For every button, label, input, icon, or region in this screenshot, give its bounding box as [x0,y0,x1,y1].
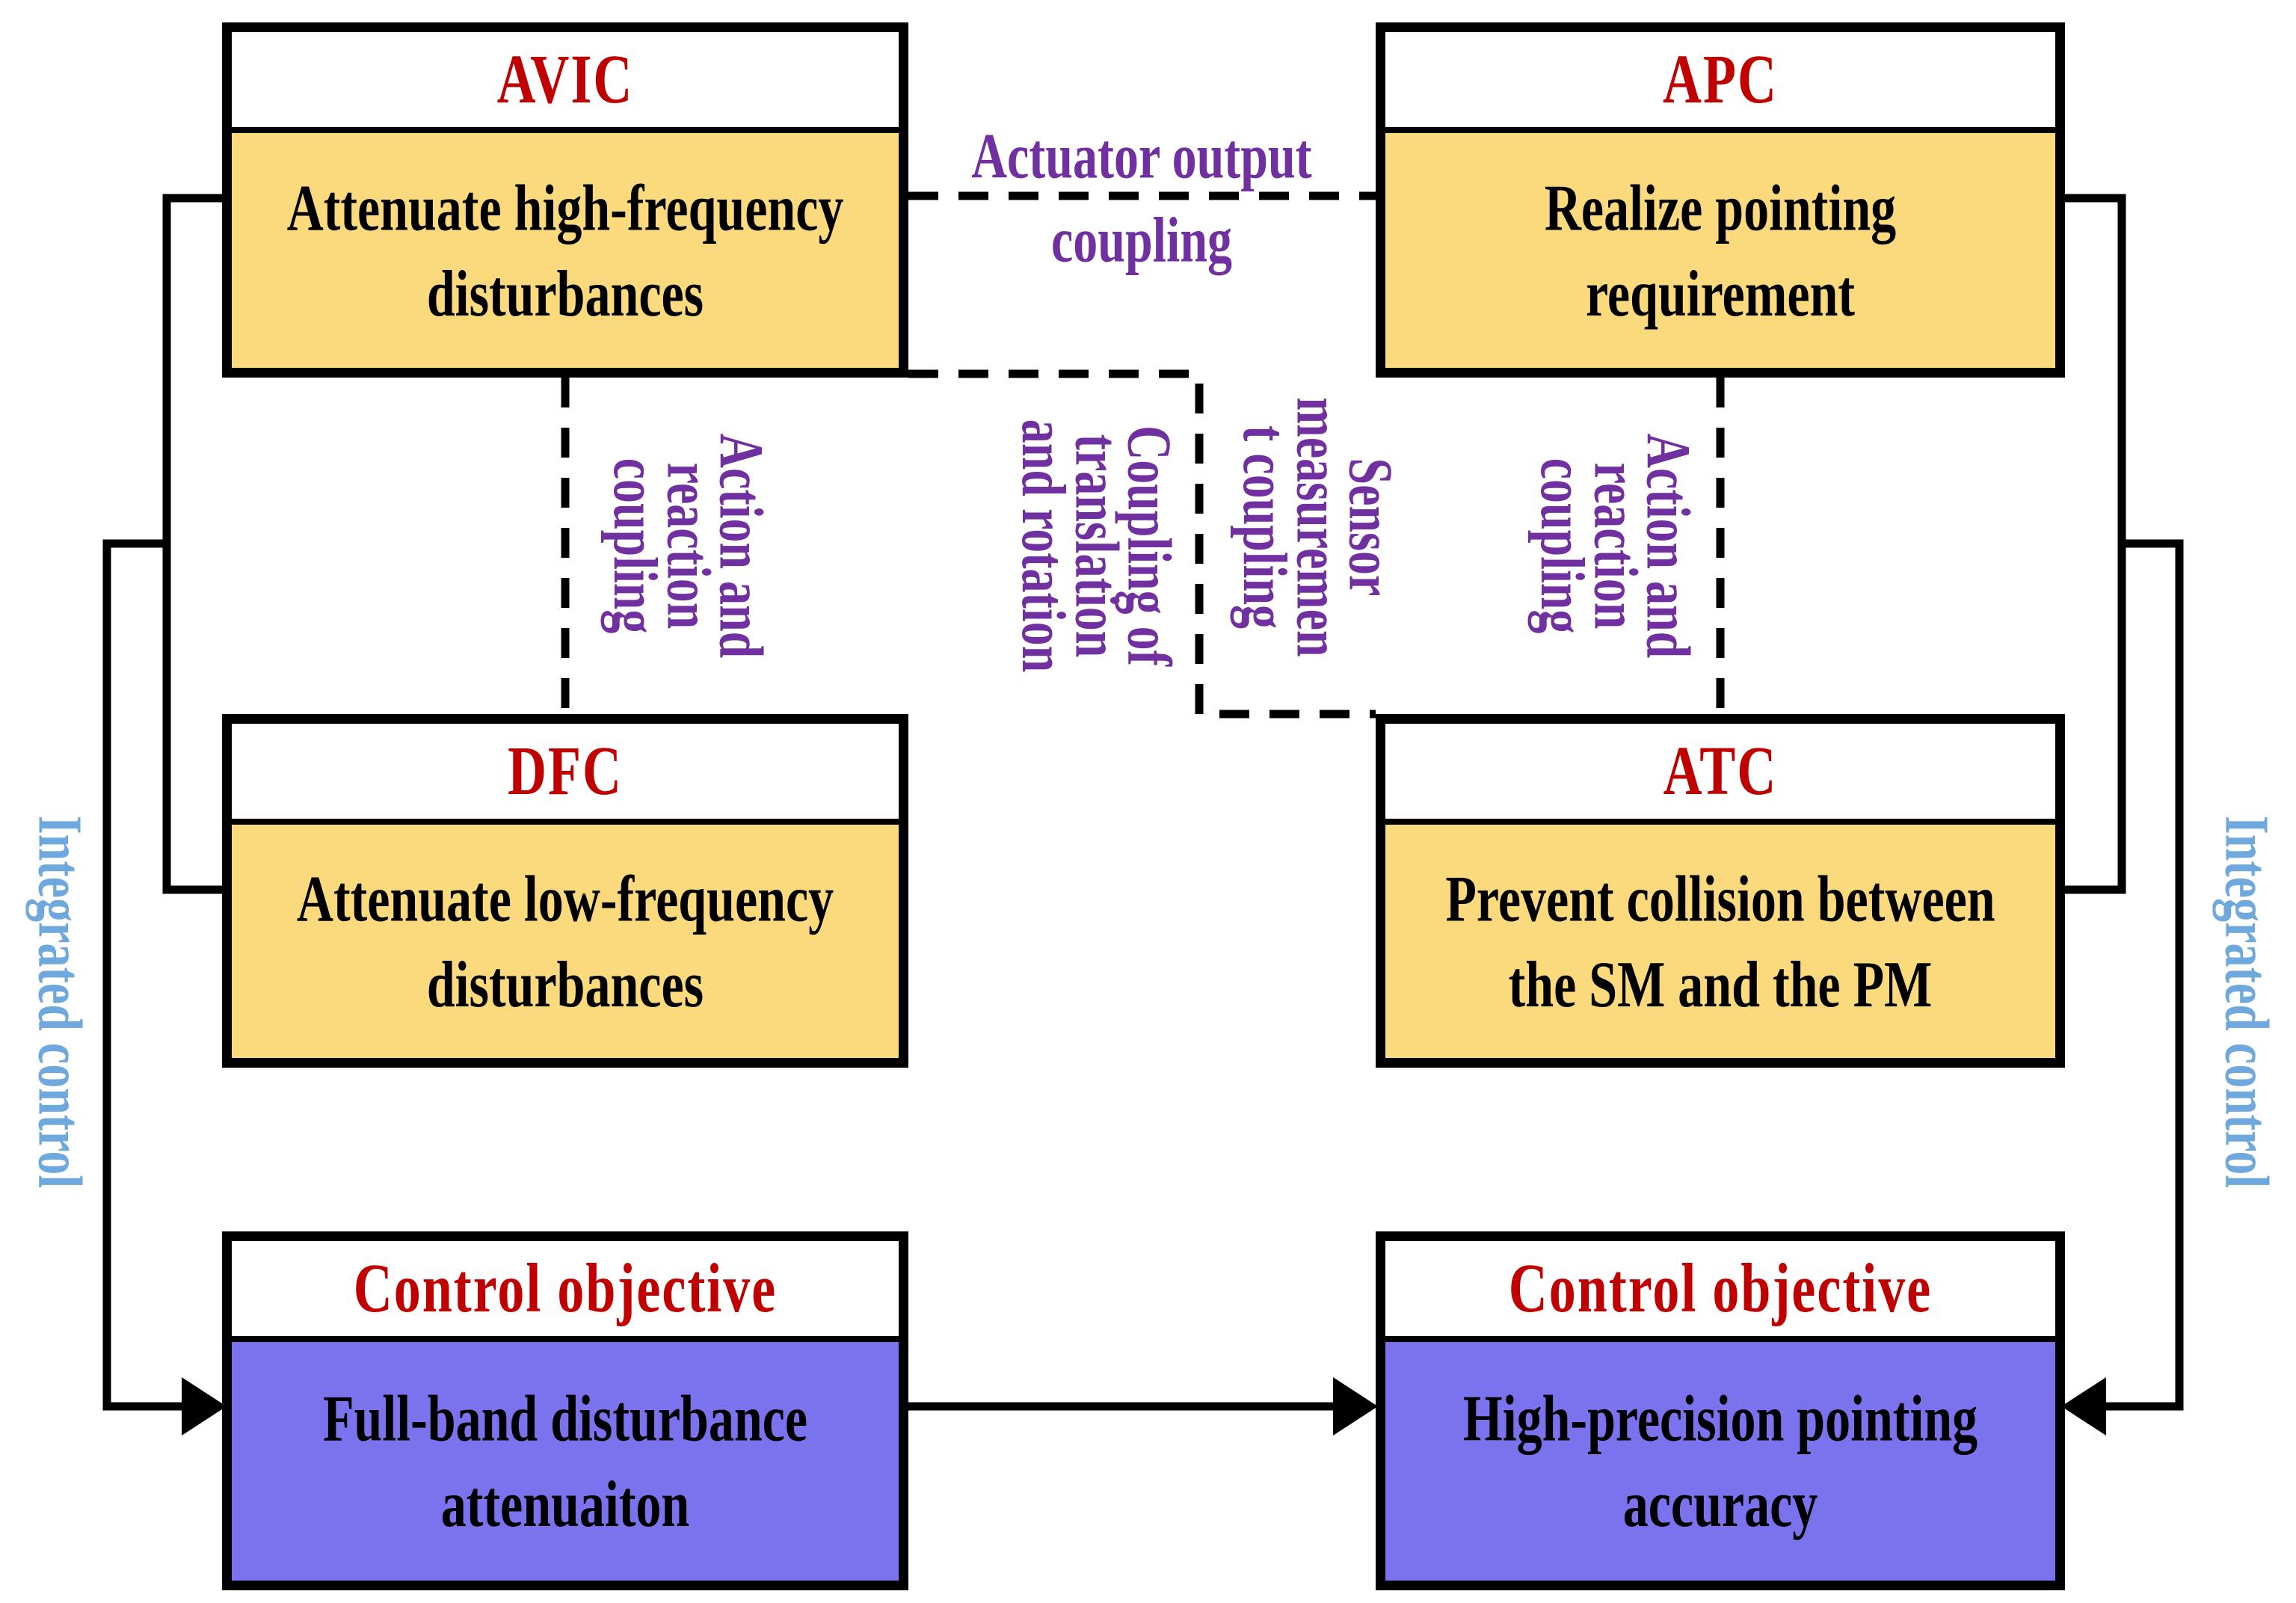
apc-body: Realize pointing requirement [1385,133,2055,368]
left-arrowhead [182,1377,227,1436]
coupling-translation-rotation-label: Coupling of translation and rotation [1009,419,1184,673]
action-reaction-coupling-right-label: Action and reaction coupling [1528,433,1703,659]
integrated-control-right-label: Integrated control [2212,815,2282,1189]
dfc-header: DFC [232,724,899,825]
atc-body-text: Prevent collision between the SM and the… [1445,861,1995,1021]
avic-atc-step-dash [908,369,1376,719]
control-objective-right-title: Control objective [1508,1249,1933,1327]
atc-title: ATC [1663,731,1778,810]
atc-box: ATC Prevent collision between the SM and… [1376,714,2065,1068]
control-objective-left-body: Full-band disturbance attenuaiton [232,1342,899,1581]
integrated-control-left-label: Integrated control [25,815,95,1189]
avic-body: Attenuate high-frequency disturbances [232,133,899,368]
action-reaction-coupling-left-label: Action and reaction coupling [601,433,776,659]
control-objective-right-body: High-precision pointing accuracy [1385,1342,2055,1581]
right-integrated-line [2105,539,2184,1411]
avic-box: AVIC Attenuate high-frequency disturbanc… [222,22,908,378]
dfc-body-text: Attenuate low-frequency disturbances [296,861,834,1021]
actuator-output-coupling-label: Actuator output coupling [971,121,1312,276]
avic-body-text: Attenuate high-frequency disturbances [286,170,844,330]
avic-header: AVIC [232,32,899,133]
dfc-title: DFC [508,731,623,810]
apc-title: APC [1663,40,1778,118]
atc-body: Prevent collision between the SM and the… [1385,825,2055,1058]
control-objective-left-title: Control objective [353,1249,778,1327]
control-objective-right-body-text: High-precision pointing accuracy [1462,1381,1978,1542]
avic-title: AVIC [496,40,634,118]
apc-body-text: Realize pointing requirement [1544,170,1897,330]
middle-arrowhead [1333,1377,1378,1436]
control-objective-left-header: Control objective [232,1241,899,1342]
left-bracket-line [162,194,222,894]
control-objective-left-body-text: Full-band disturbance attenuaiton [322,1381,808,1542]
control-objective-right-header: Control objective [1385,1241,2055,1342]
right-bracket-line [2065,194,2126,894]
left-integrated-line [102,539,183,1411]
dfc-body: Attenuate low-frequency disturbances [232,825,899,1058]
atc-header: ATC [1385,724,2055,825]
right-arrowhead [2061,1377,2106,1436]
control-objective-left-box: Control objective Full-band disturbance … [222,1231,908,1590]
apc-box: APC Realize pointing requirement [1376,22,2065,378]
dfc-box: DFC Attenuate low-frequency disturbances [222,714,908,1068]
apc-header: APC [1385,32,2055,133]
control-objective-right-box: Control objective High-precision pointin… [1376,1231,2065,1590]
sensor-measurement-coupling-label: Sensor measuremen t coupling [1231,397,1406,657]
